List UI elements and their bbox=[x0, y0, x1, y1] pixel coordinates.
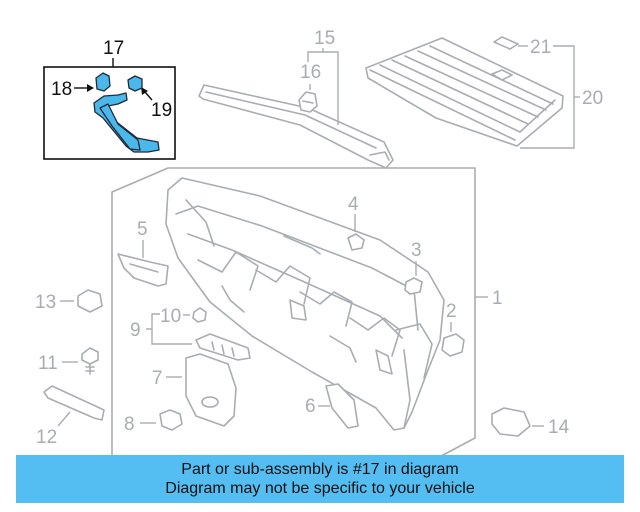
callout-1: 1 bbox=[492, 288, 503, 309]
part-10-clip bbox=[192, 307, 207, 323]
part-11-bolt bbox=[81, 347, 99, 375]
callout-11: 11 bbox=[38, 353, 58, 374]
part-6-bracket bbox=[325, 383, 359, 429]
info-banner: Part or sub-assembly is #17 in diagram D… bbox=[16, 455, 624, 503]
tailgate-trim-panel bbox=[165, 177, 445, 431]
callout-18: 18 bbox=[51, 79, 72, 100]
callout-21: 21 bbox=[530, 37, 551, 58]
callout-5: 5 bbox=[137, 219, 148, 240]
callout-8: 8 bbox=[124, 414, 135, 435]
callout-6: 6 bbox=[305, 396, 316, 417]
bracket-17-rib bbox=[99, 103, 141, 151]
part-13-clip bbox=[77, 289, 103, 313]
part-3-clip bbox=[404, 277, 423, 295]
part-5-panel bbox=[117, 253, 169, 287]
callout-3: 3 bbox=[411, 240, 422, 261]
trim-strip-assembly bbox=[198, 84, 394, 169]
callout-16: 16 bbox=[300, 62, 321, 83]
cargo-cover bbox=[365, 36, 564, 147]
clip-19 bbox=[127, 75, 143, 92]
part-8-clip bbox=[159, 409, 183, 431]
callout-7: 7 bbox=[152, 368, 163, 389]
callout-14: 14 bbox=[548, 417, 570, 438]
banner-line-1: Part or sub-assembly is #17 in diagram bbox=[181, 461, 459, 478]
callout-10: 10 bbox=[160, 306, 181, 327]
callout-13: 13 bbox=[35, 292, 56, 313]
part-7-cover bbox=[185, 353, 237, 427]
part-12-strip bbox=[43, 385, 105, 421]
callout-19: 19 bbox=[151, 100, 172, 121]
part-4-clip bbox=[347, 233, 365, 251]
callout-2: 2 bbox=[446, 301, 457, 322]
callout-4: 4 bbox=[348, 194, 359, 215]
part-14-latch bbox=[491, 407, 531, 437]
part-2-clip bbox=[441, 333, 465, 357]
callout-20: 20 bbox=[582, 88, 603, 109]
banner-line-2: Diagram may not be specific to your vehi… bbox=[165, 480, 475, 497]
callout-17: 17 bbox=[103, 38, 124, 59]
callout-12: 12 bbox=[36, 427, 57, 448]
highlighted-assembly-17: 17 18 19 bbox=[43, 38, 176, 160]
assembly-17-box bbox=[43, 66, 176, 160]
callout-15: 15 bbox=[314, 28, 335, 49]
callout-9: 9 bbox=[130, 320, 141, 341]
clip-18 bbox=[95, 72, 111, 92]
